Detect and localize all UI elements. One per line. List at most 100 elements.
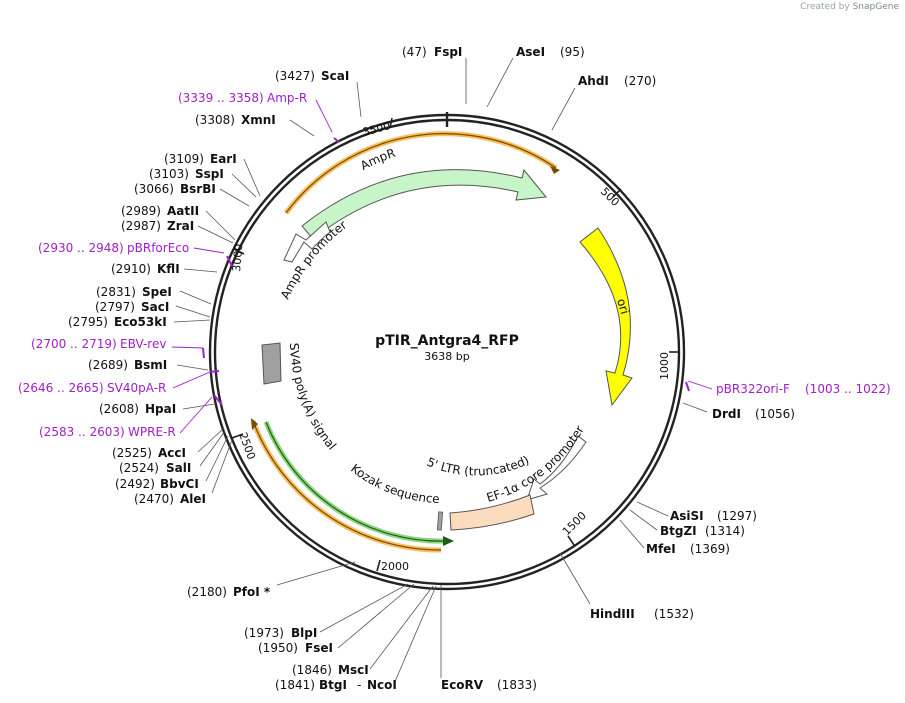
enzyme-name: BsrBI bbox=[180, 182, 216, 196]
feature-kozak[interactable] bbox=[436, 511, 444, 531]
enzyme-saci[interactable]: (2797)SacI bbox=[95, 300, 169, 314]
enzyme-separator: - bbox=[357, 678, 361, 692]
orf-green-arc bbox=[263, 421, 454, 546]
enzyme-pos: (2989) bbox=[121, 204, 161, 218]
enzyme-name: AleI bbox=[180, 492, 206, 506]
enzyme-msci[interactable]: (1846)MscI bbox=[292, 663, 369, 677]
primer-sv40pa-r[interactable]: (2646 .. 2665)SV40pA-R bbox=[18, 381, 166, 395]
enzyme-scai[interactable]: (3427) ScaI bbox=[275, 69, 349, 83]
enzyme-pos: (2689) bbox=[88, 358, 128, 372]
enzyme-pos: (2910) bbox=[111, 262, 151, 276]
enzyme-pos: (2524) bbox=[119, 461, 159, 475]
primer-amp-r[interactable]: (3339 .. 3358)Amp-R bbox=[178, 91, 307, 105]
enzyme-pos: (2492) bbox=[115, 477, 155, 491]
enzyme-name: BbvCI bbox=[160, 477, 199, 491]
orf-ampr-arc bbox=[283, 131, 560, 215]
enzyme-pos: (95) bbox=[560, 45, 585, 59]
enzyme-ahdi[interactable]: AhdI(270) bbox=[578, 74, 656, 88]
enzyme-hpai[interactable]: (2608) HpaI bbox=[99, 402, 176, 416]
enzyme-pos: (1369) bbox=[690, 542, 730, 556]
enzyme-ecorv[interactable]: EcoRV(1833) bbox=[441, 678, 537, 692]
enzyme-eco53ki[interactable]: (2795)Eco53kI bbox=[68, 315, 167, 329]
enzyme-pos: (2608) bbox=[99, 402, 139, 416]
enzyme-eari[interactable]: (3109)EarI bbox=[164, 152, 237, 166]
enzyme-drdi[interactable]: DrdI(1056) bbox=[712, 407, 795, 421]
enzyme-name: AatII bbox=[167, 204, 199, 218]
enzyme-btgi-ncoi[interactable]: (1841) BtgI - NcoI bbox=[275, 678, 397, 692]
enzyme-labels: (47)FspI AseI(95) AhdI(270) DrdI(1056) A… bbox=[68, 45, 795, 692]
enzyme-xmni[interactable]: (3308) XmnI bbox=[195, 113, 276, 127]
feature-sv40-polya-label: SV40 poly(A) signal bbox=[287, 343, 339, 453]
enzyme-name: HpaI bbox=[145, 402, 176, 416]
enzyme-name: PfoI * bbox=[233, 585, 271, 599]
primer-ebv-rev[interactable]: (2700 .. 2719)EBV-rev bbox=[31, 337, 166, 351]
enzyme-pos: (2987) bbox=[121, 219, 161, 233]
enzyme-pos: (3427) bbox=[275, 69, 315, 83]
primer-pbr322ori-f[interactable]: pBR322ori-F(1003 .. 1022) bbox=[716, 382, 891, 396]
enzyme-pos: (1314) bbox=[705, 524, 745, 538]
enzyme-acci[interactable]: (2525)AccI bbox=[112, 446, 186, 460]
primer-wpre-r[interactable]: (2583 .. 2603)WPRE-R bbox=[39, 425, 176, 439]
primer-pbrforeco[interactable]: (2930 .. 2948)pBRforEco bbox=[38, 241, 189, 255]
tick-mark bbox=[567, 535, 575, 546]
enzyme-name: DrdI bbox=[712, 407, 741, 421]
feature-5ltr-text: 5' LTR (truncated) bbox=[425, 453, 531, 478]
enzyme-sspi[interactable]: (3103)SspI bbox=[149, 167, 224, 181]
feature-ampr-promoter[interactable] bbox=[283, 221, 331, 263]
enzyme-bsrbi[interactable]: (3066) BsrBI bbox=[134, 182, 216, 196]
feature-ori[interactable] bbox=[579, 227, 633, 407]
enzyme-fsei[interactable]: (1950)FseI bbox=[258, 641, 333, 655]
feature-ori-label: ori bbox=[614, 297, 632, 316]
enzyme-name: BtgZI bbox=[660, 524, 697, 538]
enzyme-bbvci[interactable]: (2492) BbvCI bbox=[115, 477, 199, 491]
tick-label: 3000 bbox=[230, 243, 245, 272]
enzyme-name: SspI bbox=[195, 167, 224, 181]
tick-label: 1500 bbox=[560, 509, 589, 538]
plasmid-length: 3638 bp bbox=[424, 350, 469, 363]
enzyme-zrai[interactable]: (2987)ZraI bbox=[121, 219, 194, 233]
enzyme-name: NcoI bbox=[367, 678, 397, 692]
primer-range: (2583 .. 2603) bbox=[39, 425, 125, 439]
enzyme-fspi[interactable]: (47)FspI bbox=[402, 45, 462, 59]
enzyme-pfoi[interactable]: (2180)PfoI * bbox=[187, 585, 271, 599]
enzyme-asei[interactable]: AseI(95) bbox=[516, 45, 585, 59]
enzyme-name: BsmI bbox=[134, 358, 167, 372]
enzyme-pos: (1973) bbox=[244, 626, 284, 640]
enzyme-alei[interactable]: (2470) AleI bbox=[134, 492, 206, 506]
feature-ampr[interactable] bbox=[301, 168, 547, 240]
enzyme-pos: (270) bbox=[624, 74, 656, 88]
plasmid-name: pTIR_Antgra4_RFP bbox=[375, 333, 519, 349]
feature-5ltr-label: 5' LTR (truncated) bbox=[425, 453, 531, 478]
enzyme-pos: (3308) bbox=[195, 113, 235, 127]
enzyme-btgzi[interactable]: BtgZI (1314) bbox=[660, 524, 745, 538]
enzyme-asisi[interactable]: AsiSI(1297) bbox=[670, 509, 757, 523]
enzyme-kfli[interactable]: (2910)KflI bbox=[111, 262, 180, 276]
primer-range: (3339 .. 3358) bbox=[178, 91, 264, 105]
enzyme-blpi[interactable]: (1973)BlpI bbox=[244, 626, 317, 640]
feature-sv40-polya[interactable] bbox=[261, 342, 282, 385]
enzyme-pos: (2470) bbox=[134, 492, 174, 506]
primer-leader-lines bbox=[171, 99, 713, 434]
enzyme-name: ScaI bbox=[321, 69, 349, 83]
feature-5ltr[interactable] bbox=[449, 494, 535, 531]
enzyme-aatii[interactable]: (2989) AatII bbox=[121, 204, 199, 218]
tick-label: 1000 bbox=[658, 352, 671, 380]
enzyme-name: EcoRV bbox=[441, 678, 484, 692]
enzyme-hindiii[interactable]: HindIII(1532) bbox=[590, 607, 694, 621]
enzyme-pos: (1846) bbox=[292, 663, 332, 677]
orf-rfp-arc bbox=[250, 418, 442, 553]
snapgene-brand: SnapGene bbox=[852, 2, 899, 12]
enzyme-bsmi[interactable]: (2689) BsmI bbox=[88, 358, 167, 372]
primer-range: (2646 .. 2665) bbox=[18, 381, 104, 395]
enzyme-pos: (2795) bbox=[68, 315, 108, 329]
enzyme-name: XmnI bbox=[241, 113, 276, 127]
enzyme-name: FseI bbox=[305, 641, 333, 655]
primer-name: pBR322ori-F bbox=[716, 382, 790, 396]
enzyme-pos: (3066) bbox=[134, 182, 174, 196]
enzyme-sali[interactable]: (2524)SalI bbox=[119, 461, 191, 475]
primer-name: SV40pA-R bbox=[107, 381, 166, 395]
enzyme-mfei[interactable]: MfeI(1369) bbox=[646, 542, 730, 556]
enzyme-spei[interactable]: (2831)SpeI bbox=[96, 285, 172, 299]
feature-sv40-polya-text: SV40 poly(A) signal bbox=[287, 343, 339, 453]
